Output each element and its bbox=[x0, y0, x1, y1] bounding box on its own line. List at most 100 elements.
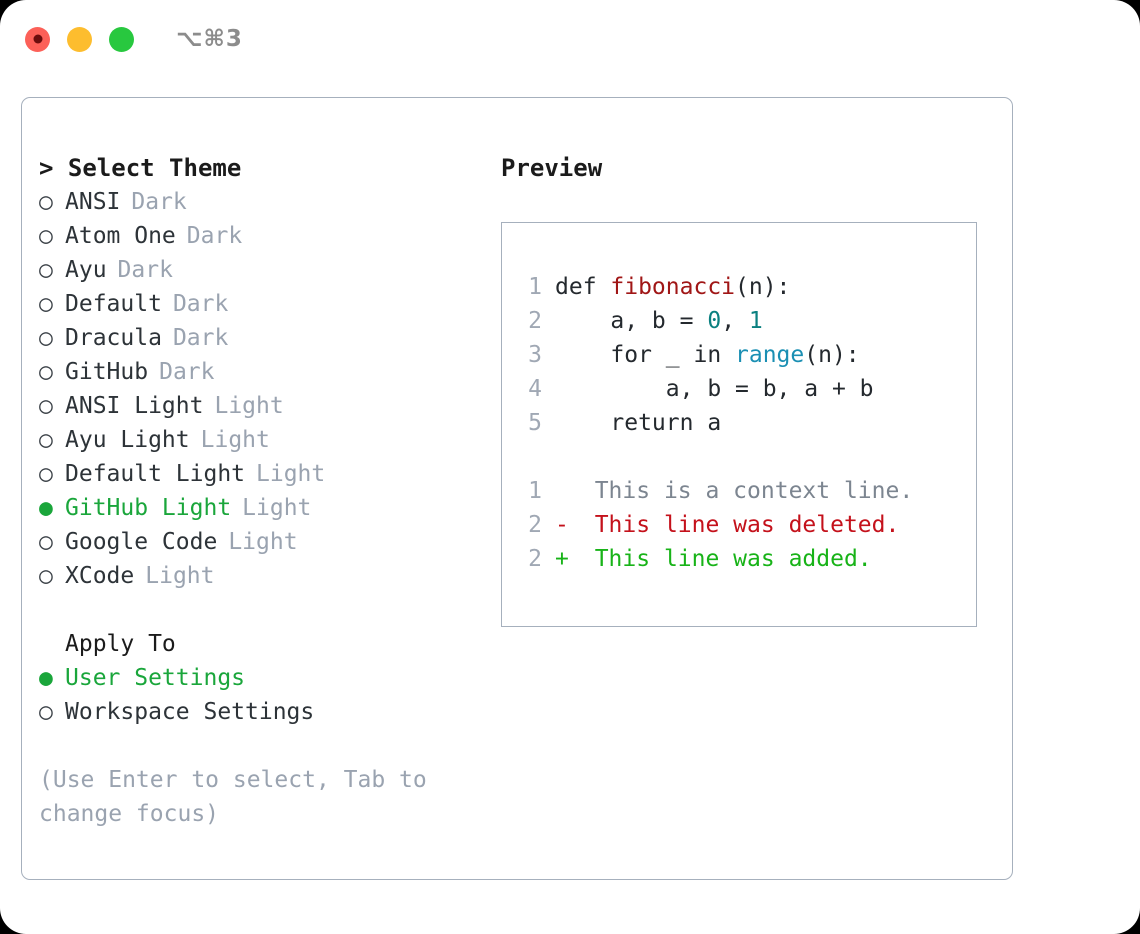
theme-option-ansi-light[interactable]: ○ ANSI Light Light bbox=[39, 389, 489, 423]
radio-selected-icon: ● bbox=[39, 665, 53, 691]
line-number: 2 bbox=[528, 308, 542, 334]
theme-option-category: Dark bbox=[159, 359, 215, 385]
code-token-fn: fibonacci bbox=[610, 274, 736, 300]
code-token-plain: return a bbox=[555, 410, 722, 436]
line-number: 3 bbox=[528, 342, 542, 368]
title-bar: ⌥⌘3 bbox=[0, 0, 1140, 78]
minimize-window-icon[interactable] bbox=[67, 26, 92, 52]
theme-option-label: Ayu Light bbox=[65, 427, 190, 453]
keyboard-hint: (Use Enter to select, Tab to change focu… bbox=[39, 767, 427, 827]
code-token-plain: a, b = b, a + b bbox=[555, 376, 874, 402]
line-number: 2 bbox=[528, 546, 542, 572]
radio-unselected-icon: ○ bbox=[39, 189, 53, 215]
theme-option-label: Default Light bbox=[65, 461, 246, 487]
code-line: 3 for _ in range(n): bbox=[516, 338, 968, 372]
theme-option-default-light[interactable]: ○ Default Light Light bbox=[39, 457, 489, 491]
apply-to-option-workspace-settings[interactable]: ○Workspace Settings bbox=[39, 695, 489, 729]
theme-option-label: Default bbox=[65, 291, 162, 317]
theme-option-label: Google Code bbox=[65, 529, 218, 555]
apply-to-option-label: User Settings bbox=[65, 665, 246, 691]
theme-option-atom-one[interactable]: ○ Atom One Dark bbox=[39, 219, 489, 253]
theme-option-ayu[interactable]: ○ Ayu Dark bbox=[39, 253, 489, 287]
code-token-num: 1 bbox=[748, 308, 763, 334]
theme-option-label: ANSI bbox=[65, 189, 121, 215]
code-token-plain: for _ in bbox=[555, 342, 736, 368]
diff-lines: 1 This is a context line.2- This line wa… bbox=[516, 474, 968, 576]
code-token-plain: (n): bbox=[804, 342, 860, 368]
maximize-window-icon[interactable] bbox=[109, 26, 134, 52]
preview-title: Preview bbox=[501, 154, 603, 182]
theme-option-category: Dark bbox=[186, 223, 243, 249]
radio-unselected-icon: ○ bbox=[39, 257, 53, 283]
radio-unselected-icon: ○ bbox=[39, 291, 53, 317]
apply-to-heading: Apply To bbox=[65, 631, 176, 657]
code-line-text: def fibonacci(n): bbox=[555, 270, 790, 304]
theme-option-google-code[interactable]: ○ Google Code Light bbox=[39, 525, 489, 559]
apply-to-list: ● User Settings ○Workspace Settings bbox=[39, 661, 489, 729]
diff-line-text: This is a context line. bbox=[594, 478, 914, 504]
theme-option-category: Light bbox=[228, 529, 298, 555]
theme-option-category: Light bbox=[200, 427, 270, 453]
theme-option-label: Ayu bbox=[65, 257, 107, 283]
theme-option-label: ANSI Light bbox=[65, 393, 204, 419]
code-line: 2 a, b = 0, 1 bbox=[516, 304, 968, 338]
code-line-text: return a bbox=[555, 406, 721, 440]
theme-option-github-light[interactable]: ● GitHub Light Light bbox=[39, 491, 489, 525]
keyboard-shortcut-label: ⌥⌘3 bbox=[176, 26, 243, 52]
line-number: 2 bbox=[528, 512, 542, 538]
diff-line: 2- This line was deleted. bbox=[516, 508, 968, 542]
spacer bbox=[39, 593, 489, 627]
close-window-icon[interactable] bbox=[25, 26, 50, 52]
code-line-text: a, b = 0, 1 bbox=[555, 304, 763, 338]
code-line: 4 a, b = b, a + b bbox=[516, 372, 968, 406]
code-token-plain: a, b = bbox=[555, 308, 708, 334]
radio-unselected-icon: ○ bbox=[39, 359, 53, 385]
radio-unselected-icon: ○ bbox=[39, 529, 53, 555]
theme-option-category: Light bbox=[214, 393, 284, 419]
diff-marker bbox=[555, 474, 567, 508]
diff-marker: + bbox=[555, 546, 569, 572]
line-number: 1 bbox=[528, 478, 542, 504]
theme-option-category: Light bbox=[242, 495, 312, 521]
spacer bbox=[567, 474, 595, 508]
code-token-plain: (n): bbox=[735, 274, 791, 300]
radio-unselected-icon: ○ bbox=[39, 393, 53, 419]
theme-option-category: Dark bbox=[172, 291, 229, 317]
theme-option-label: GitHub bbox=[65, 359, 149, 385]
radio-unselected-icon: ○ bbox=[39, 563, 53, 589]
radio-selected-icon: ● bbox=[39, 495, 53, 521]
radio-unselected-icon: ○ bbox=[39, 223, 53, 249]
spacer bbox=[567, 542, 595, 576]
theme-option-default[interactable]: ○ Default Dark bbox=[39, 287, 489, 321]
spacer bbox=[516, 440, 968, 474]
page-title: > Select Theme bbox=[39, 154, 242, 182]
theme-option-label: GitHub Light bbox=[65, 495, 232, 521]
theme-option-github[interactable]: ○ GitHub Dark bbox=[39, 355, 489, 389]
theme-option-ansi[interactable]: ○ ANSI Dark bbox=[39, 185, 489, 219]
diff-line-text: This line was added. bbox=[594, 546, 872, 572]
apply-to-option-user-settings[interactable]: ● User Settings bbox=[39, 661, 489, 695]
diff-line: 1 This is a context line. bbox=[516, 474, 968, 508]
theme-option-label: XCode bbox=[65, 563, 135, 589]
line-number: 4 bbox=[528, 376, 542, 402]
line-number: 1 bbox=[528, 274, 542, 300]
theme-option-category: Light bbox=[256, 461, 326, 487]
theme-option-category: Dark bbox=[117, 257, 173, 283]
theme-option-label: Atom One bbox=[65, 223, 176, 249]
spacer bbox=[567, 508, 595, 542]
code-token-builtin: range bbox=[735, 342, 805, 368]
code-token-num: 0 bbox=[707, 308, 722, 334]
code-line: 1 def fibonacci(n): bbox=[516, 270, 968, 304]
radio-unselected-icon: ○ bbox=[39, 461, 53, 487]
theme-option-category: Dark bbox=[131, 189, 187, 215]
